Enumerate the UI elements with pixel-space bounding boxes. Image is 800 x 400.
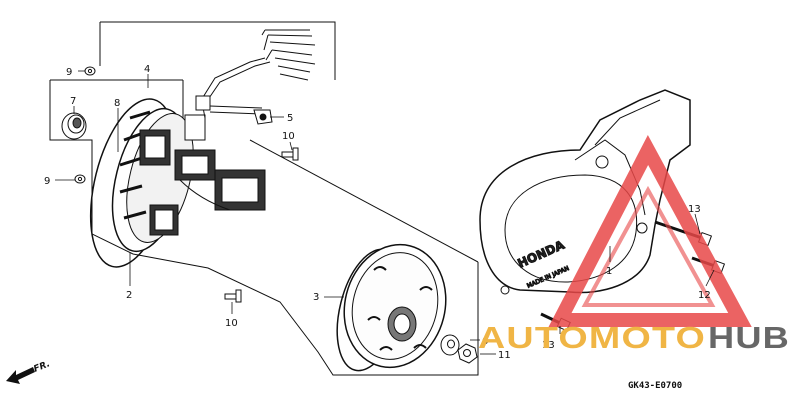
label-7: 7 [70,96,76,107]
label-10-top: 10 [282,131,295,142]
watermark-logo: AUTOMOTO HUB [478,320,790,355]
label-6: 6 [482,336,488,347]
watermark-part2: HUB [708,320,790,355]
label-8: 8 [114,98,120,109]
assembly-frame [49,21,479,376]
label-9-top: 9 [66,67,72,78]
callout-labels: 9 4 7 8 5 10 9 2 3 10 1 13 12 6 11 13 [44,64,711,361]
bolt-10-top [281,147,299,161]
washer-6 [440,334,460,356]
grommet-7 [61,112,87,140]
watermark-part1: AUTOMOTO [478,320,706,355]
label-2: 2 [126,290,132,301]
watermark-triangle [548,135,752,327]
label-9-left: 9 [44,176,50,187]
label-4: 4 [144,64,150,75]
washer-9-left [74,174,86,184]
label-13-right: 13 [688,204,701,215]
label-13-bottom: 13 [542,340,555,351]
label-10-bottom: 10 [225,318,238,329]
nut-11 [457,343,478,364]
front-direction-indicator: FR. [6,359,52,384]
clamp-5 [253,109,273,125]
wire-harness [195,29,316,119]
front-label: FR. [32,359,51,375]
label-11: 11 [498,350,511,361]
flywheel-rotor-3 [336,243,447,372]
stator-base-4 [111,107,266,253]
bolt-10-bottom [224,289,242,303]
label-12: 12 [698,290,711,301]
label-1: 1 [606,266,612,277]
front-arrow-icon [6,367,35,384]
leader-lines [55,70,715,355]
washer-9-top [84,66,96,76]
left-crankcase-cover-1: HONDA MADE IN JAPAN [479,89,691,295]
diagram-code: GK43-E0700 [628,381,682,391]
label-5: 5 [287,113,293,124]
label-3: 3 [313,292,319,303]
